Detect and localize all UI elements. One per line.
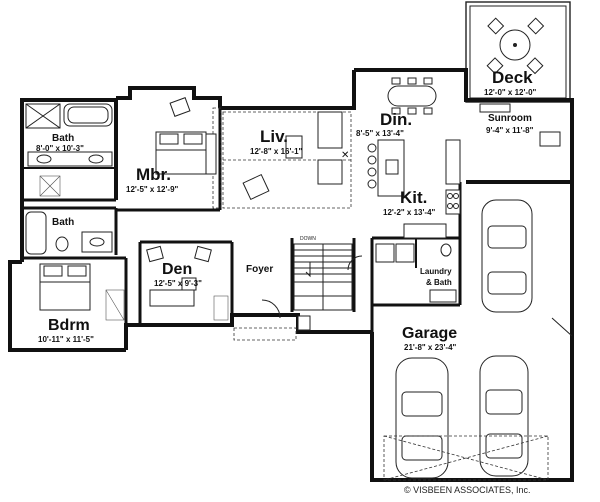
copyright-text: © VISBEEN ASSOCIATES, Inc.: [404, 485, 531, 495]
sunroom-fixtures: [479, 103, 561, 147]
car-icon: [479, 355, 529, 477]
bath2-label: Bath: [52, 217, 74, 228]
kitchen-island: [377, 139, 405, 197]
counter-right: [445, 139, 461, 185]
bedroom-dim: 10'-11" x 11'-5": [38, 335, 94, 344]
bedroom-furniture: [39, 263, 125, 321]
master-bath-fixtures: [25, 103, 113, 197]
dining-dim: 8'-5" x 13'-4": [356, 129, 404, 138]
sofa-icon: [317, 111, 343, 149]
kitchen-label: Kit.: [400, 188, 427, 207]
stair-down-label: DOWN: [300, 236, 316, 242]
bedroom-label: Bdrm: [48, 317, 90, 334]
dining-label: Din.: [380, 110, 412, 129]
car-icon: [395, 357, 449, 479]
bathtub2-icon: [25, 211, 47, 255]
kitchen-dim: 12'-2" x 13'-4": [383, 208, 436, 217]
sunroom-dim: 9'-4" x 11'-8": [486, 126, 534, 135]
room-labels: Deck 12'-0" x 12'-0" Sunroom 9'-4" x 11'…: [36, 68, 537, 495]
laundry-toilet-icon: [440, 243, 452, 257]
chair-icon: [169, 97, 191, 117]
vanity-icon: [27, 151, 113, 167]
entry-porch: [233, 255, 363, 341]
den-dim: 12'-5" x 9'-3": [154, 279, 202, 288]
bath2-fixtures: [25, 211, 113, 255]
sink-icon: [81, 231, 113, 253]
desk-icon: [149, 289, 195, 307]
den-furniture: [146, 245, 229, 321]
master-bed-label: Mbr.: [136, 165, 171, 184]
master-bath-label: Bath: [52, 133, 74, 144]
laundry-label-2: & Bath: [426, 278, 452, 287]
toilet-icon: [55, 236, 69, 252]
living-label: Liv.: [260, 127, 288, 146]
deck: [465, 1, 571, 103]
stairs: DOWN: [293, 236, 353, 311]
deck-dim: 12'-0" x 12'-0": [484, 88, 537, 97]
bathtub-icon: [63, 103, 113, 127]
living-furniture: ✕: [242, 111, 349, 201]
dining-furniture: [387, 77, 437, 115]
dryer-icon: [395, 243, 415, 263]
garage-label: Garage: [402, 325, 457, 342]
sunroom-label: Sunroom: [488, 113, 532, 124]
dining-table-icon: [387, 85, 437, 107]
living-dim: 12'-8" x 16'-1": [250, 147, 303, 156]
deck-table-icon: [486, 17, 545, 75]
svg-text:✕: ✕: [341, 150, 349, 161]
deck-label: Deck: [492, 68, 533, 87]
master-bedroom-furniture: [155, 97, 217, 175]
stove-icon: [445, 189, 461, 215]
master-bath-dim: 8'-0" x 10'-3": [36, 144, 84, 153]
bed2-icon: [39, 263, 91, 311]
bed-icon: [155, 131, 207, 175]
washer-icon: [375, 243, 395, 263]
foyer-label: Foyer: [246, 264, 273, 275]
garage-dim: 21'-8" x 23'-4": [404, 343, 457, 352]
car-icon: [481, 199, 533, 313]
laundry-fixtures: [375, 243, 457, 303]
armchair-icon: [242, 173, 270, 201]
laundry-label-1: Laundry: [420, 267, 452, 276]
desk-chair-icon: [181, 277, 197, 291]
den-label: Den: [162, 261, 192, 278]
kitchen-fixtures: [367, 139, 461, 239]
garage-cars: [383, 199, 573, 481]
master-bed-dim: 12'-5" x 12'-9": [126, 185, 179, 194]
